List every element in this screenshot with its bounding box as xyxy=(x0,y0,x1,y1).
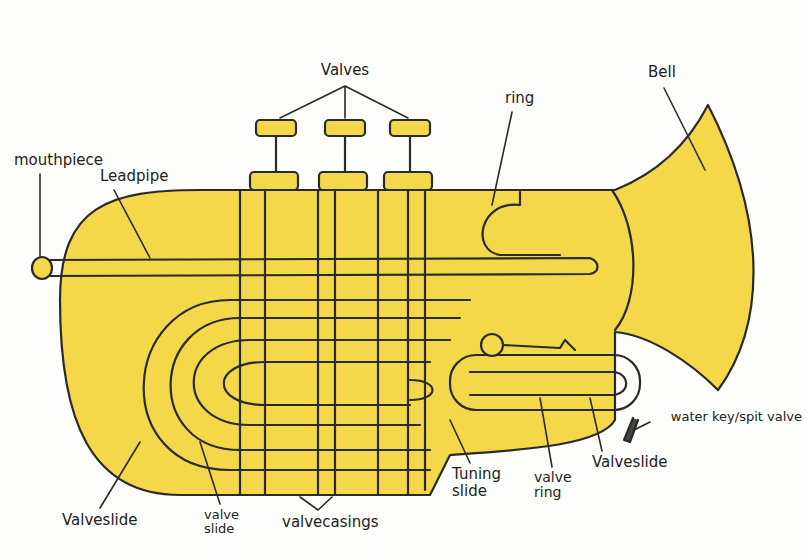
part-label: Tuning slide xyxy=(452,466,512,499)
mouthpiece-shape xyxy=(32,257,52,279)
water-key xyxy=(624,418,638,442)
part-label: Valves xyxy=(321,62,369,79)
part-label: valve slide xyxy=(204,508,250,537)
leader-lines xyxy=(40,86,705,510)
tuning-slide-loop xyxy=(144,300,470,470)
valve-ring-shape xyxy=(503,340,575,350)
finger-ring xyxy=(481,334,503,356)
ring-shape xyxy=(483,192,560,255)
inner-loop xyxy=(224,362,430,405)
inner-loop xyxy=(410,380,433,400)
inner-loop xyxy=(171,318,460,450)
part-label: valve ring xyxy=(534,470,578,501)
bell-rim xyxy=(612,190,633,330)
part-label: water key/spit valve xyxy=(652,410,802,424)
part-label: ring xyxy=(505,90,534,107)
part-label: valvecasings xyxy=(282,514,379,531)
part-label: Valveslide xyxy=(592,454,667,471)
valve-slide-inner xyxy=(470,372,626,395)
instrument-body xyxy=(60,105,754,495)
leadpipe-tube xyxy=(50,258,598,276)
part-label: Valveslide xyxy=(62,512,137,529)
valve-buttons xyxy=(250,120,432,190)
valve-casing-lines xyxy=(240,190,425,495)
part-label: Leadpipe xyxy=(100,168,168,185)
inner-loop xyxy=(194,340,450,425)
part-label: mouthpiece xyxy=(14,152,103,169)
valve-slide-right xyxy=(450,355,640,410)
part-label: Bell xyxy=(648,64,676,81)
